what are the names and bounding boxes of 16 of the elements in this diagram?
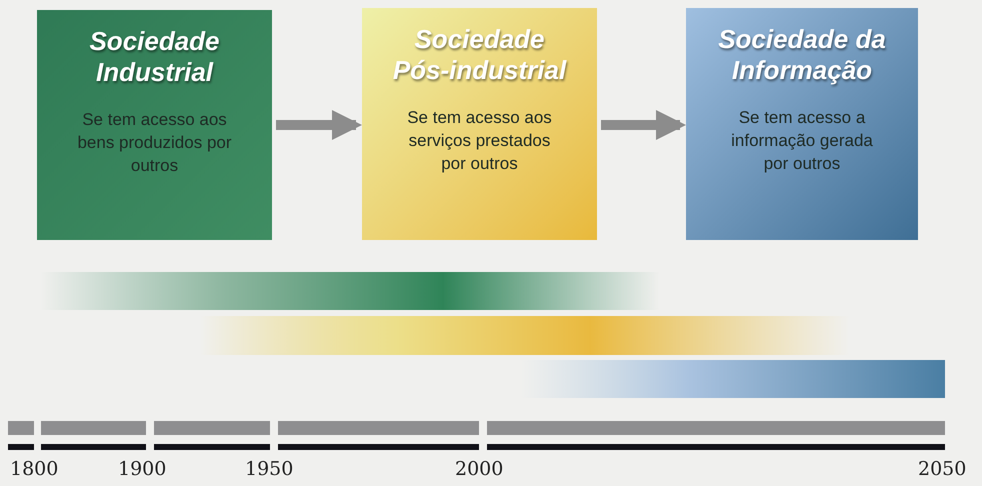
era-box [362,8,597,240]
box-heading: Sociedade Pós-industrial [392,24,568,86]
year-label: 1950 [245,457,294,482]
year-label: 1800 [10,457,58,482]
box-description: Se tem acesso aos serviços prestados por outros [406,107,553,175]
year-label: 1900 [118,457,166,482]
era-box [686,8,918,240]
box-heading: Sociedade Industrial [88,26,221,88]
year-label: 2050 [918,457,966,482]
box-description: Se tem acesso a informação gerada por outros [730,107,874,175]
year-label: 2000 [455,457,504,482]
arrow [276,110,362,140]
arrow [601,110,686,140]
era-box [37,10,272,240]
box-description: Se tem acesso aos bens produzidos por outros [76,109,233,177]
box-heading: Sociedade da Informação [717,24,887,86]
